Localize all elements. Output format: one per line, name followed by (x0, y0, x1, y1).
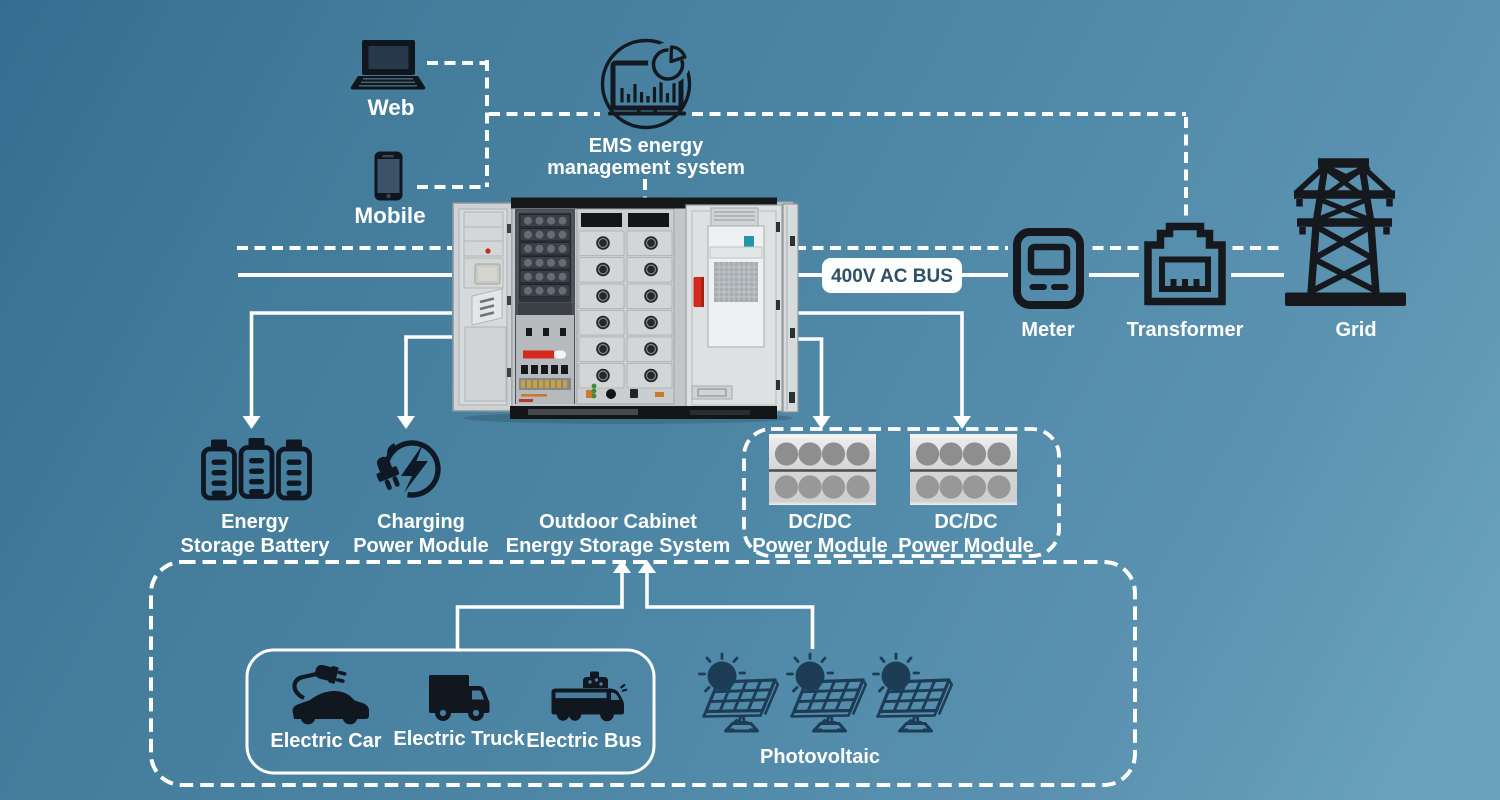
svg-text:Photovoltaic: Photovoltaic (760, 746, 880, 768)
svg-text:Meter: Meter (1021, 319, 1075, 341)
svg-text:Electric Car: Electric Car (270, 730, 381, 752)
svg-text:Energy Storage System: Energy Storage System (506, 535, 731, 557)
svg-text:DC/DC: DC/DC (934, 511, 997, 533)
svg-text:Transformer: Transformer (1127, 319, 1244, 341)
svg-text:Web: Web (367, 95, 414, 120)
svg-text:400V AC BUS: 400V AC BUS (831, 266, 953, 287)
svg-text:DC/DC: DC/DC (788, 511, 851, 533)
svg-text:EMS energy: EMS energy (589, 135, 704, 157)
svg-text:Energy: Energy (221, 511, 290, 533)
svg-text:Electric Bus: Electric Bus (526, 730, 642, 752)
svg-text:Grid: Grid (1335, 319, 1376, 341)
svg-text:Power Module: Power Module (898, 535, 1034, 557)
svg-text:Electric Truck: Electric Truck (393, 728, 525, 750)
svg-text:management system: management system (547, 157, 745, 179)
svg-text:Mobile: Mobile (354, 203, 425, 228)
svg-text:Power Module: Power Module (353, 535, 489, 557)
svg-text:Power Module: Power Module (752, 535, 888, 557)
svg-text:Charging: Charging (377, 511, 465, 533)
svg-text:Outdoor Cabinet: Outdoor Cabinet (539, 511, 697, 533)
svg-text:Storage Battery: Storage Battery (181, 535, 331, 557)
